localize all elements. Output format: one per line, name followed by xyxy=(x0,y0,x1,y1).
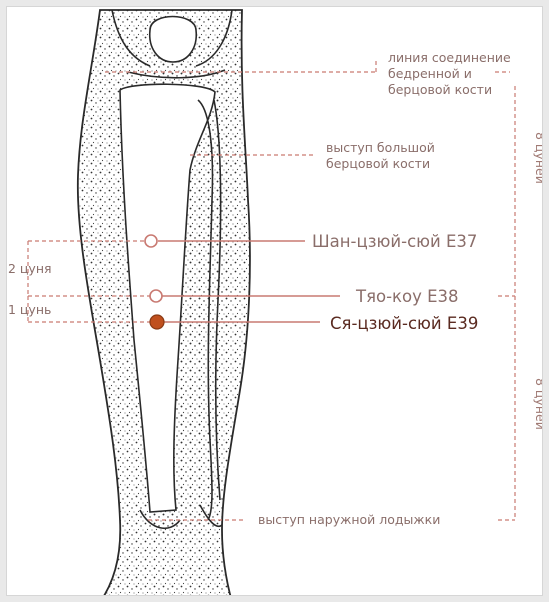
tibia-tuberosity-label-1: выступ большой xyxy=(326,140,435,155)
point-e38-label: Тяо-коу E38 xyxy=(355,287,459,306)
joint-line-label-1: линия соединение xyxy=(388,50,511,65)
joint-line-label-3: берцовой кости xyxy=(388,82,492,97)
point-e37-label: Шан-цзюй-сюй E37 xyxy=(312,232,477,251)
joint-line-label-2: бедренной и xyxy=(388,66,472,81)
patella xyxy=(150,17,197,63)
tibia-tuberosity-label-2: берцовой кости xyxy=(326,156,430,171)
upper-span-label: 8 цуней xyxy=(533,132,548,184)
ankle-label: выступ наружной лодыжки xyxy=(258,512,440,527)
two-cun-label: 2 цуня xyxy=(8,261,52,276)
point-e38-marker xyxy=(150,290,162,302)
lower-span-label: 8 цуней xyxy=(533,378,548,430)
one-cun-label: 1 цунь xyxy=(8,302,51,317)
point-e39-marker xyxy=(150,315,164,329)
point-e37-marker xyxy=(145,235,157,247)
point-e39-label: Ся-цзюй-сюй E39 xyxy=(330,314,478,333)
